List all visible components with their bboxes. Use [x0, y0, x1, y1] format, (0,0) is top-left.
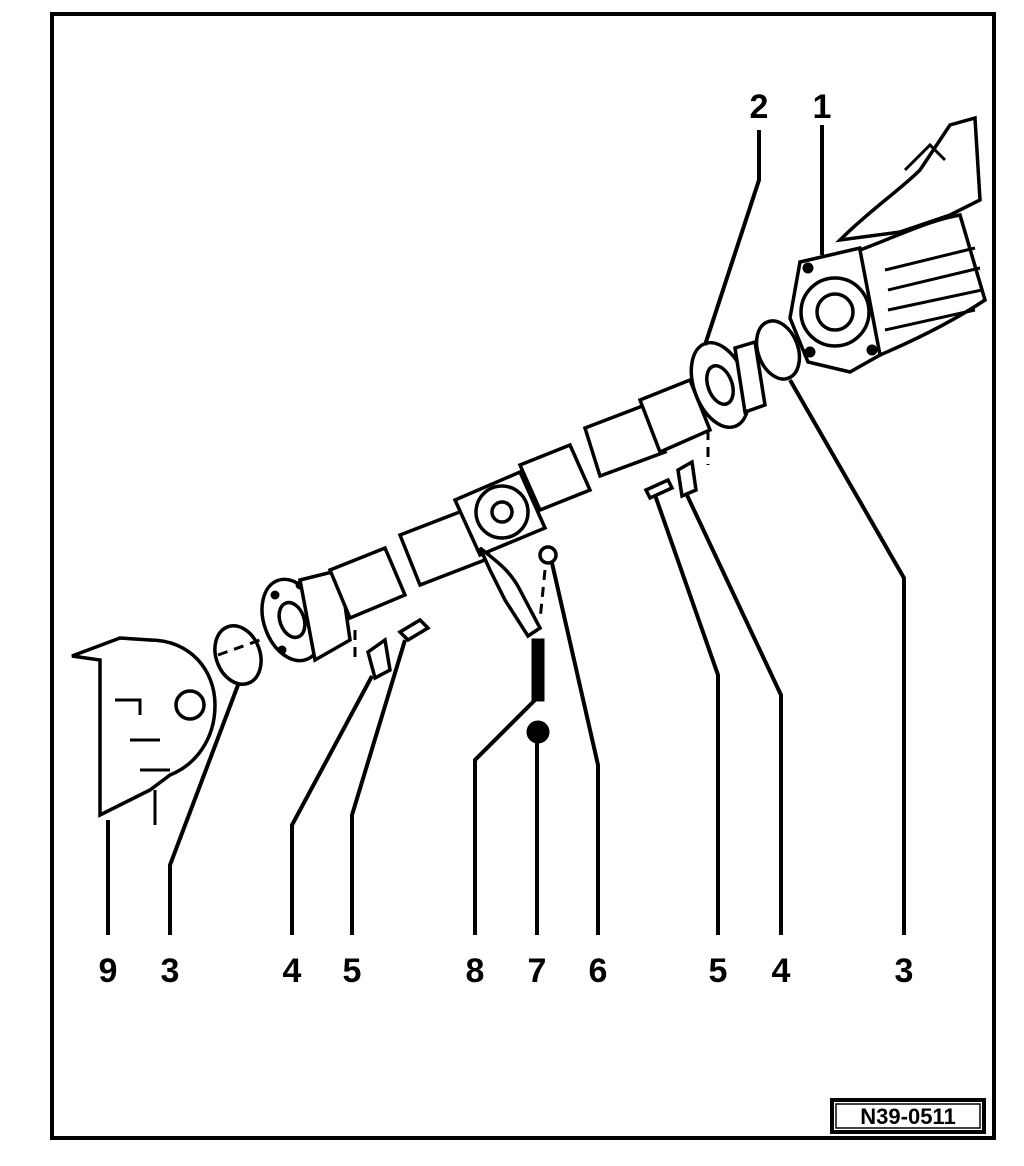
- bolt-washer-right: [643, 430, 710, 501]
- propshaft: [260, 339, 767, 663]
- callout-label: 7: [528, 952, 547, 990]
- gasket-left: [213, 624, 263, 686]
- gearbox-flange: [71, 636, 217, 825]
- bracket-hardware: [526, 545, 558, 744]
- callout-label: 3: [161, 952, 180, 990]
- reference-code: N39-0511: [860, 1104, 955, 1129]
- callout-label: 8: [466, 952, 485, 990]
- callout-label: 4: [283, 952, 302, 990]
- gasket-right: [754, 319, 802, 381]
- callout-label: 5: [343, 952, 362, 990]
- callout-label: 5: [709, 952, 728, 990]
- callout-label: 1: [813, 88, 832, 126]
- bolt-washer-left: [353, 617, 431, 681]
- leader-lines: [106, 125, 906, 935]
- callout-label: 3: [895, 952, 914, 990]
- reference-box: N39-0511: [830, 1098, 986, 1134]
- callout-labels-bottom: 9 3 4 5 8 7 6 5 4 3: [99, 952, 914, 990]
- final-drive-housing: [788, 115, 988, 374]
- callout-labels-top: 2 1: [750, 88, 832, 126]
- diagram-frame: [50, 12, 996, 1140]
- callout-label: 6: [589, 952, 608, 990]
- callout-label: 2: [750, 88, 769, 126]
- callout-label: 4: [772, 952, 791, 990]
- callout-label: 9: [99, 952, 118, 990]
